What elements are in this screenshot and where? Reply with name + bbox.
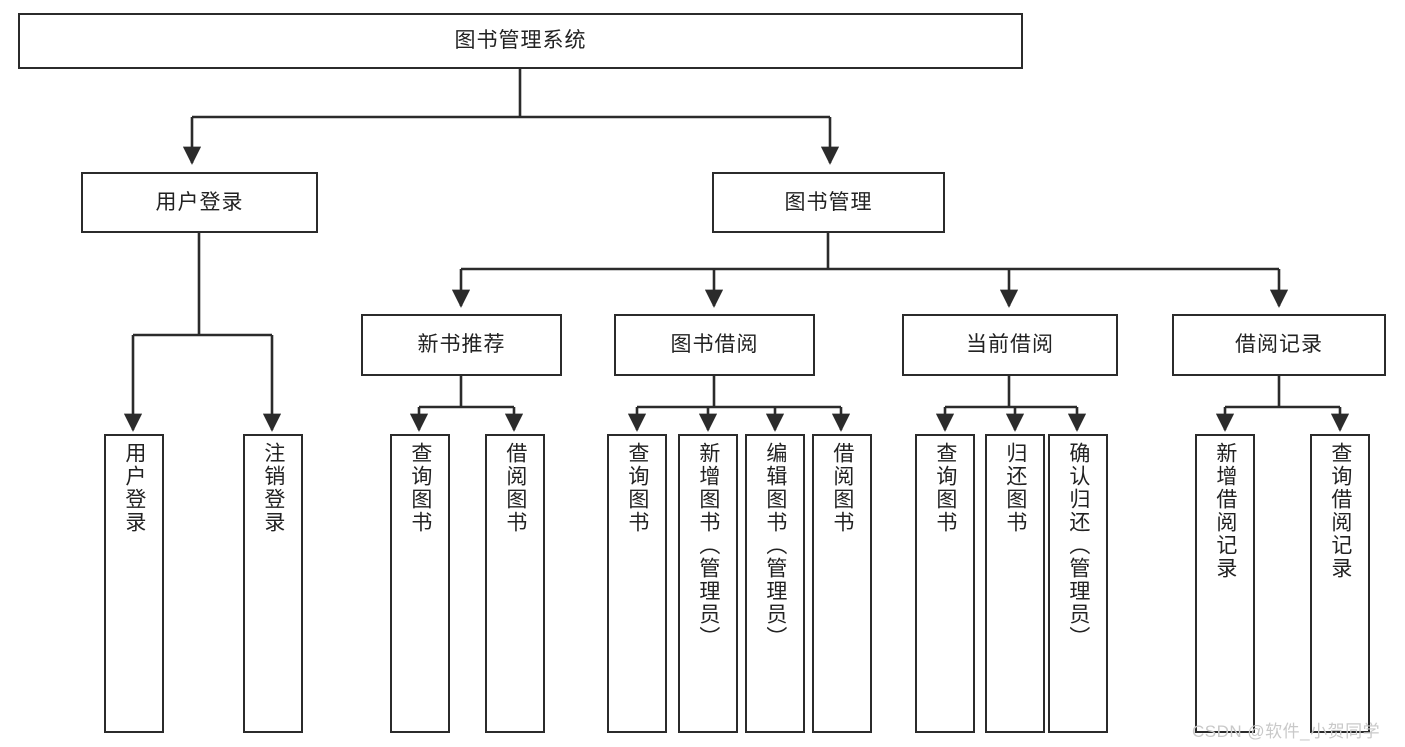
leaf-user-login[interactable]: 用户登录 bbox=[104, 434, 164, 733]
leaf-add-book-admin[interactable]: 新增图书（管理员） bbox=[678, 434, 738, 733]
leaf-add-borrow-record[interactable]: 新增借阅记录 bbox=[1195, 434, 1255, 733]
leaf-borrow-book[interactable]: 借阅图书 bbox=[812, 434, 872, 733]
watermark: CSDN @软件_小贺同学 bbox=[1192, 722, 1381, 741]
leaf-return-book[interactable]: 归还图书 bbox=[985, 434, 1045, 733]
leaf-query-borrow-record[interactable]: 查询借阅记录 bbox=[1310, 434, 1370, 733]
node-new-book-recommend[interactable]: 新书推荐 bbox=[361, 314, 562, 376]
leaf-edit-book-admin[interactable]: 编辑图书（管理员） bbox=[745, 434, 805, 733]
leaf-logout[interactable]: 注销登录 bbox=[243, 434, 303, 733]
leaf-query-book-current[interactable]: 查询图书 bbox=[915, 434, 975, 733]
node-user-login[interactable]: 用户登录 bbox=[81, 172, 318, 233]
leaf-borrow-book-newbook[interactable]: 借阅图书 bbox=[485, 434, 545, 733]
leaf-query-book-borrow[interactable]: 查询图书 bbox=[607, 434, 667, 733]
node-current-borrow[interactable]: 当前借阅 bbox=[902, 314, 1118, 376]
node-book-borrow[interactable]: 图书借阅 bbox=[614, 314, 815, 376]
node-borrow-records[interactable]: 借阅记录 bbox=[1172, 314, 1386, 376]
leaf-query-book-newbook[interactable]: 查询图书 bbox=[390, 434, 450, 733]
node-book-management[interactable]: 图书管理 bbox=[712, 172, 945, 233]
node-root[interactable]: 图书管理系统 bbox=[18, 13, 1023, 69]
leaf-confirm-return-admin[interactable]: 确认归还（管理员） bbox=[1048, 434, 1108, 733]
